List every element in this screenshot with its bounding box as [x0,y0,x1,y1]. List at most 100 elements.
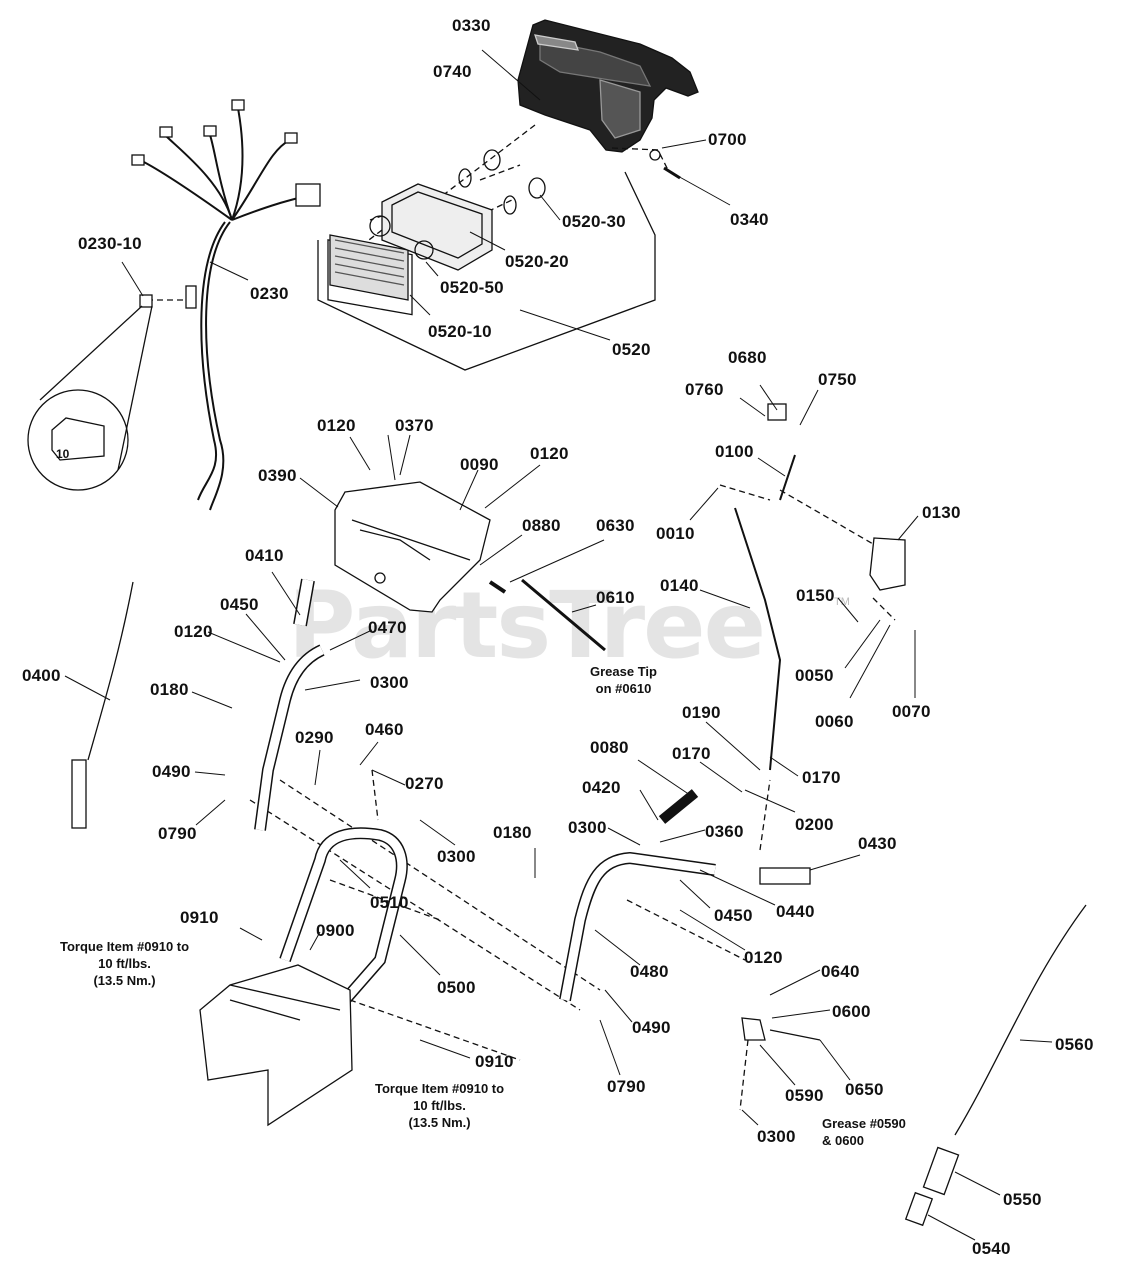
part-number-label: 0390 [258,466,297,485]
part-number-label: 0300 [370,673,409,692]
part-number-label: 0510 [370,893,409,912]
part-number-label: 0450 [714,906,753,925]
part-number-label: 0270 [405,774,444,793]
part-number-label: 0740 [433,62,472,81]
part-number-label: 0500 [437,978,476,997]
note-line: 10 ft/lbs. [98,956,151,971]
part-number-label: 0150 [796,586,835,605]
part-number-label: 0600 [832,1002,871,1021]
part-number-label: 0520-50 [440,278,504,297]
part-number-label: 0520-10 [428,322,492,341]
part-number-label: 0480 [630,962,669,981]
fuse-rating: 10 [56,447,70,461]
note-line: on #0610 [595,681,652,696]
part-number-label: 0430 [858,834,897,853]
torque-note-left: Torque Item #0910 to 10 ft/lbs. (13.5 Nm… [60,938,189,989]
grip [759,867,811,885]
bulb [369,215,391,237]
part-number-label: 0300 [568,818,607,837]
part-number-label: 0420 [582,778,621,797]
part-number-label: 0080 [590,738,629,757]
part-number-label: 0120 [530,444,569,463]
headlight-lens [327,234,413,316]
part-number-label: 0630 [596,516,635,535]
part-number-label: 0170 [802,768,841,787]
part-number-label: 0120 [744,948,783,967]
part-number-label: 0490 [152,762,191,781]
frame-brackets [199,964,353,1127]
note-line: Grease #0590 [822,1116,906,1131]
note-line: Torque Item #0910 to [375,1081,505,1096]
note-line: Grease Tip [590,664,657,679]
part-number-label: 0290 [295,728,334,747]
watermark: PartsTree [288,572,766,679]
bracket [869,537,906,591]
bulb-socket [483,149,501,171]
seal-ring [503,195,517,215]
upper-handle-left [254,578,325,831]
note-line: 10 ft/lbs. [413,1098,466,1113]
part-number-label: 0060 [815,712,854,731]
note-line: Torque Item #0910 to [60,939,190,954]
part-number-label: 0340 [730,210,769,229]
part-number-label: 0130 [922,503,961,522]
part-number-label: 0180 [493,823,532,842]
bulb-socket [528,177,546,199]
part-number-label: 0590 [785,1086,824,1105]
spring [488,580,507,594]
part-number-label: 0410 [245,546,284,565]
cable-left [71,581,134,829]
part-number-label: 0750 [818,370,857,389]
handle-pivot [767,403,787,421]
note-line: (13.5 Nm.) [93,973,156,988]
part-number-label: 0520 [612,340,651,359]
part-number-label: 0610 [596,588,635,607]
link-rod [769,1029,821,1041]
part-number-label: 0680 [728,348,767,367]
part-number-label: 0540 [972,1239,1011,1258]
screw [663,166,681,180]
torque-note-bottom: Torque Item #0910 to 10 ft/lbs. (13.5 Nm… [375,1080,504,1131]
fuse-detail-callout [27,305,153,491]
part-number-label: 0230 [250,284,289,303]
part-number-label: 0230-10 [78,234,142,253]
grease-tip-note: Grease Tip on #0610 [590,663,657,697]
part-number-label: 0170 [672,744,711,763]
part-number-label: 0300 [757,1127,796,1146]
dashboard-housing [517,19,699,153]
assembly-lines [150,124,896,1111]
part-number-label: 0010 [656,524,695,543]
part-number-label: 0900 [316,921,355,940]
lever [658,789,699,824]
part-number-label: 0100 [715,442,754,461]
note-line: & 0600 [822,1133,864,1148]
part-number-label: 0360 [705,822,744,841]
part-number-label: 0400 [22,666,61,685]
part-number-label: 0760 [685,380,724,399]
part-number-label: 0790 [607,1077,646,1096]
seal-ring [458,168,472,188]
part-number-label: 0450 [220,595,259,614]
lightkit-bracket-outline [317,171,656,371]
wire-harness [131,99,321,511]
part-number-label: 0120 [174,622,213,641]
grease-0590-note: Grease #0590 & 0600 [822,1115,906,1149]
bracket [741,1017,766,1041]
part-number-label: 0700 [708,130,747,149]
bulb [414,240,434,260]
part-number-label: 0910 [180,908,219,927]
part-number-label: 0330 [452,16,491,35]
shift-rod [734,507,782,771]
part-number-label: 0650 [845,1080,884,1099]
part-number-label: 0370 [395,416,434,435]
part-number-label: 0090 [460,455,499,474]
part-number-label: 0910 [475,1052,514,1071]
part-number-label: 0190 [682,703,721,722]
part-number-label: 0120 [317,416,356,435]
part-number-label: 0880 [522,516,561,535]
part-number-label: 0440 [776,902,815,921]
part-number-label: 0490 [632,1018,671,1037]
shaft [521,578,606,652]
